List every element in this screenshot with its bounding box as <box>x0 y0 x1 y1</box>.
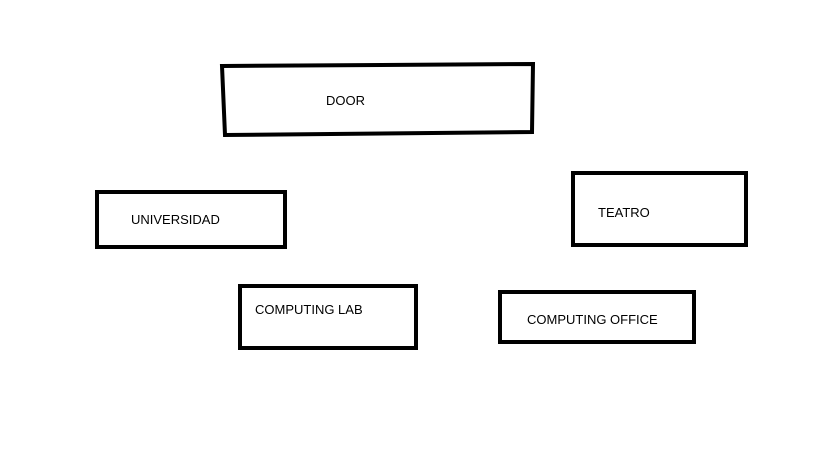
box-teatro-label: TEATRO <box>598 205 650 220</box>
box-computing-office: COMPUTING OFFICE <box>498 290 696 344</box>
box-universidad: UNIVERSIDAD <box>95 190 287 249</box>
box-computing-office-outline <box>498 290 696 344</box>
box-computing-lab: COMPUTING LAB <box>238 284 418 350</box>
box-computing-lab-outline <box>238 284 418 350</box>
box-door: DOOR <box>219 61 536 138</box>
box-computing-office-label: COMPUTING OFFICE <box>527 312 658 327</box>
box-universidad-outline <box>95 190 287 249</box>
box-universidad-label: UNIVERSIDAD <box>131 212 220 227</box>
box-door-label: DOOR <box>326 93 365 108</box>
box-computing-lab-label: COMPUTING LAB <box>255 302 363 317</box>
box-teatro: TEATRO <box>571 171 748 247</box>
box-teatro-outline <box>571 171 748 247</box>
box-door-outline <box>219 61 536 138</box>
